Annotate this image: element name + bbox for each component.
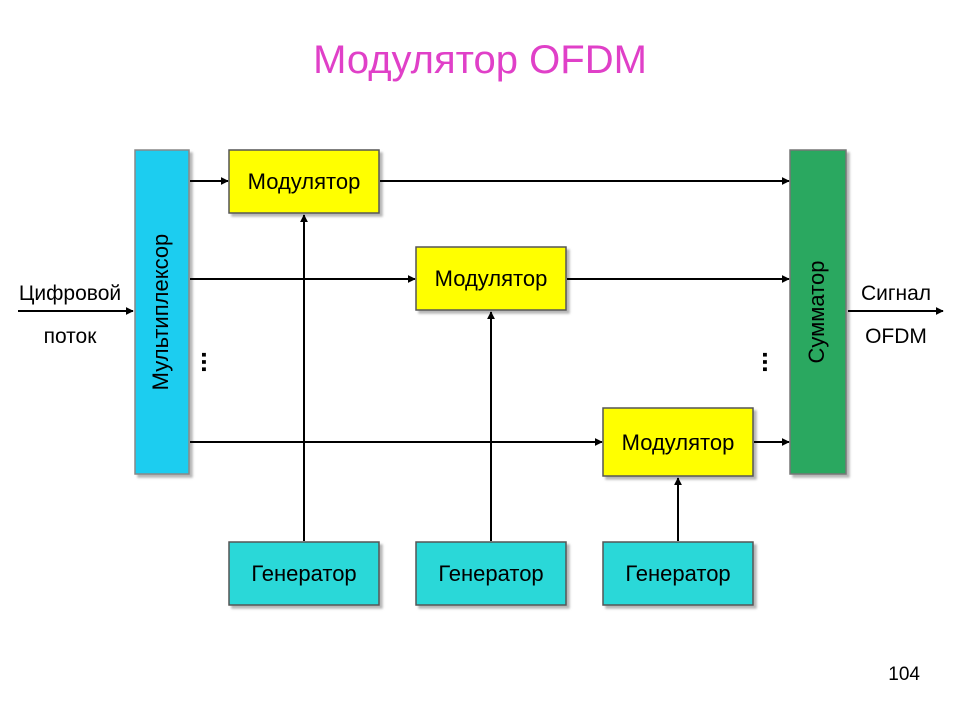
ellipsis-right: ... — [757, 351, 787, 373]
generator-1 — [228, 541, 380, 606]
input-label-line2: поток — [44, 325, 98, 348]
page-number: 104 — [888, 664, 920, 685]
modulator-2-label: Модулятор — [435, 266, 548, 291]
generator-1-label: Генератор — [251, 561, 356, 586]
multiplexer-label: Мультиплексор — [148, 234, 173, 391]
modulator-1-label: Модулятор — [248, 169, 361, 194]
modulator-3 — [602, 407, 754, 477]
generator-2 — [415, 541, 567, 606]
input-label-line1: Цифровой — [19, 282, 121, 305]
modulator-3-label: Модулятор — [622, 430, 735, 455]
output-label-line2: OFDM — [865, 325, 927, 348]
modulator-2 — [415, 246, 567, 311]
modulator-1 — [228, 149, 380, 214]
multiplexer-block — [134, 149, 190, 475]
generator-3-label: Генератор — [625, 561, 730, 586]
summator-label: Сумматор — [804, 261, 829, 364]
generator-3 — [602, 541, 754, 606]
generator-2-label: Генератор — [438, 561, 543, 586]
summator-block — [789, 149, 847, 475]
output-label-line1: Сигнал — [861, 282, 931, 305]
page-title: Модулятор OFDM — [313, 38, 647, 82]
ellipsis-left: ... — [196, 351, 226, 373]
